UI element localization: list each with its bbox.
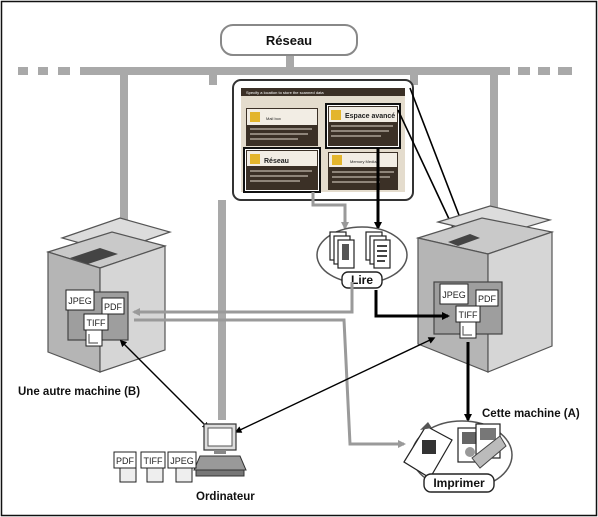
scanned-documents-icon — [329, 231, 391, 269]
computer: PDF TIFF JPEG Ordinateur — [113, 423, 255, 503]
computer-format-3: JPEG — [170, 456, 194, 466]
file-format-icons-computer: PDF TIFF JPEG — [113, 451, 197, 483]
touch-panel-screen: Specify a location to store the scanned … — [232, 79, 414, 201]
computer-format-2: TIFF — [144, 456, 163, 466]
printed-documents-icon — [403, 422, 507, 479]
read-documents: Lire — [316, 226, 408, 289]
machine-b-format-2: PDF — [104, 302, 123, 312]
arrow-read-to-machine-a — [374, 290, 450, 320]
tile-reseau[interactable]: Réseau — [243, 147, 321, 193]
machine-a-format-2: PDF — [478, 294, 497, 304]
file-format-icons-b: JPEG PDF TIFF — [65, 289, 125, 347]
computer-label: Ordinateur — [196, 491, 255, 503]
arrow-read-to-machine-b — [132, 282, 354, 316]
arrow-reseau-to-read — [311, 192, 349, 230]
tile-2-title: Espace avancé — [345, 113, 395, 120]
tile-memory-media[interactable]: Memory Media — [328, 152, 398, 190]
machine-a-format-1: JPEG — [442, 290, 466, 300]
tile-1-title: Mail box — [266, 116, 281, 121]
tile-mail-box[interactable]: Mail box — [246, 108, 318, 146]
network-label: Réseau — [266, 33, 312, 48]
machine-b-label: Une autre machine (B) — [18, 386, 140, 398]
arrow-computer-machine-a — [234, 337, 436, 433]
machine-a-format-3: TIFF — [459, 310, 478, 320]
network-label-box: Réseau — [220, 24, 358, 56]
tile-3-title: Réseau — [264, 158, 289, 165]
machine-a-label: Cette machine (A) — [482, 408, 580, 420]
machine-a: JPEG PDF TIFF Cette machine (A) — [415, 205, 580, 420]
desktop-computer-icon — [193, 423, 247, 477]
file-format-icons-a: JPEG PDF TIFF — [439, 283, 499, 339]
arrow-computer-machine-b — [119, 339, 210, 430]
machine-b-format-1: JPEG — [68, 296, 92, 306]
screen-header: Specify a location to store the scanned … — [246, 90, 324, 95]
connector-line-2 — [409, 87, 468, 237]
computer-format-1: PDF — [116, 456, 135, 466]
tile-4-title: Memory Media — [350, 159, 377, 164]
connector-line-1 — [397, 109, 458, 237]
read-label: Lire — [351, 273, 373, 287]
tile-espace-avance[interactable]: Espace avancé — [325, 103, 401, 149]
print-output: Imprimer — [403, 420, 513, 493]
print-label: Imprimer — [433, 476, 485, 490]
machine-b-format-3: TIFF — [87, 318, 106, 328]
